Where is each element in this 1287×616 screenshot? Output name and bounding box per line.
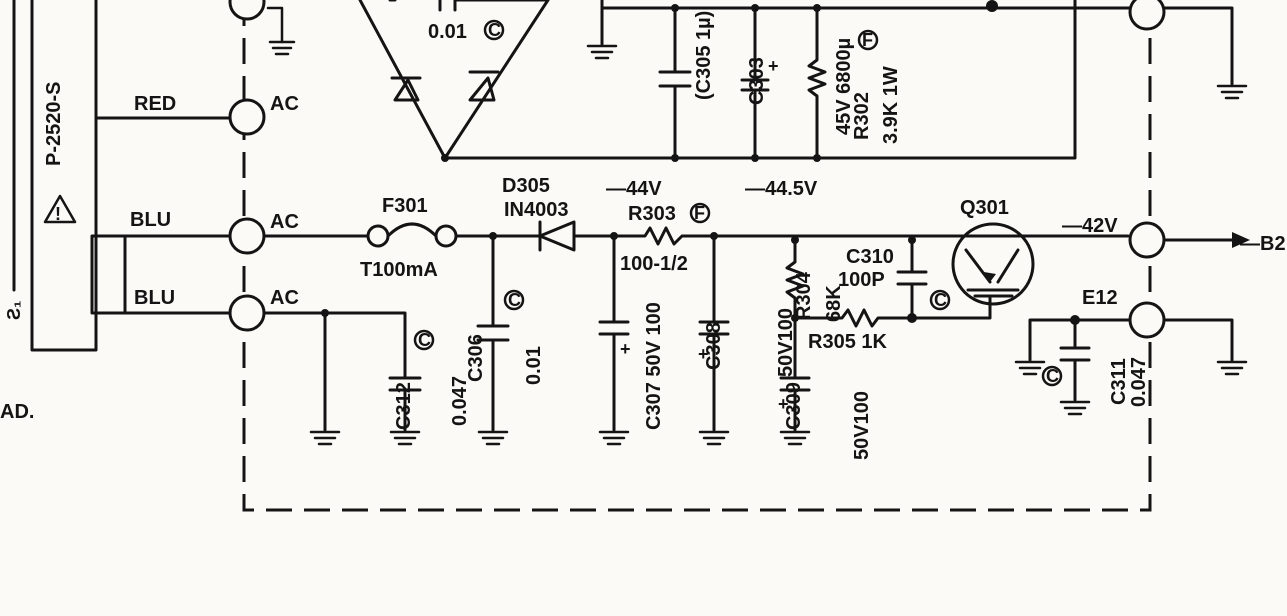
ground-icon [1014,360,1046,376]
ground-icon [477,430,509,446]
c305-label: (C305 1µ) [693,11,715,100]
c309-value: 50V100 [851,391,873,460]
ground-icon [598,430,630,446]
c303-value: 45V 6800µ [833,38,855,135]
c306-capacitor [476,234,510,432]
arrow-right-icon [1232,232,1250,248]
c307-label: C307 50V 100 [643,302,665,430]
b2-label: —B2 [1240,233,1286,255]
terminal-blu-ac-1 [228,217,266,255]
r303-mark: F [694,203,705,223]
r304-value: 68K [823,285,845,322]
d305-value: IN4003 [504,199,569,221]
c310-label: C310 [846,246,894,268]
r302-mark: F [862,30,873,50]
c307-capacitor [598,234,630,432]
ground-icon [779,430,811,446]
ac-label-2: AC [270,211,299,233]
c306-mark: C [508,290,521,310]
c303-plus: + [768,56,779,76]
ground-icon [309,430,341,446]
c308-value: 50V100 [775,308,797,377]
r303-value: 100-1/2 [620,253,688,275]
voltage-44-5: —44.5V [745,178,818,200]
terminal-top-right [1128,0,1166,31]
ground-icon [1216,84,1248,100]
p2520-block: P-2520-S ! Ƨ₁ AD. [0,0,242,423]
c308-plus: + [698,344,709,364]
r302-label: R302 [851,92,873,140]
q301-label: Q301 [960,197,1009,219]
ac-label-1: AC [270,93,299,115]
c312-mark: C [418,330,431,350]
r304-label: R304 [793,271,815,320]
q301-transistor [910,222,1130,320]
r302-resistor [807,6,827,160]
f301-fuse-left [366,224,390,248]
wire-blu-label-2: BLU [134,287,175,309]
warning-icon [43,194,77,224]
c310-mark: C [934,290,947,310]
c305-capacitor [658,6,692,160]
ground-icon [698,430,730,446]
voltage-44: —44V [606,178,662,200]
c311-capacitor [1059,318,1091,402]
c310-capacitor [896,238,928,320]
terminal-red-ac [228,98,266,136]
c309-plus: + [778,394,789,414]
cap-top-value: 0.01 [428,21,467,43]
c312-value: 0.047 [449,376,471,426]
terminal-e12 [1128,301,1166,339]
c306-label: C306 [465,334,487,382]
ad-label: AD. [0,401,34,423]
ground-icon [268,40,296,56]
c311-mark: C [1046,366,1059,386]
c309-label: C309 [783,382,805,430]
c306-value: 0.01 [523,346,545,385]
ground-icon [389,430,421,446]
f301-fuse-element [386,222,438,238]
left-edge-label: Ƨ₁ [4,301,24,320]
f301-fuse-right [434,224,458,248]
c303-capacitor [740,6,770,160]
c311-value: 0.047 [1128,357,1150,407]
d305-label: D305 [502,175,550,197]
bridge-diode-right [468,76,496,102]
c309-capacitor [779,316,811,432]
c312-label: C312 [393,382,415,430]
r303-label: R303 [628,203,676,225]
bridge-diode-left [393,78,420,102]
f301-label: F301 [382,195,428,217]
voltage-42: —42V [1062,215,1118,237]
bridge-rectifier: 0.01 C [358,0,550,162]
terminal-b2 [1128,221,1166,259]
ground-icon [586,44,618,60]
r302-value: 3.9K 1W [880,66,902,144]
d305-diode [538,220,576,252]
ac-label-3: AC [270,287,299,309]
r305-resistor [793,308,914,328]
wire-blu-label-1: BLU [130,209,171,231]
ground-icon [1059,400,1091,416]
cap-top-mark: C [488,20,501,40]
ground-icon [1216,360,1248,376]
c307-plus: + [620,339,631,359]
terminal-top [228,0,266,21]
p2520-label: P-2520-S [43,82,65,167]
c308-label: C308 [703,322,725,370]
c311-label: C311 [1108,358,1130,405]
wire-red-label: RED [134,93,176,115]
c303-label: C303 [746,57,768,105]
r305-label: R305 1K [808,331,887,353]
r304-resistor [785,238,805,320]
board-outline [242,0,1152,512]
f301-value: T100mA [360,259,438,281]
warning-mark: ! [55,204,61,224]
terminal-blu-ac-2 [228,294,266,332]
c308-capacitor [698,234,730,432]
c310-value: 100P [838,269,885,291]
e12-label: E12 [1082,287,1118,309]
c312-capacitor [323,311,422,432]
